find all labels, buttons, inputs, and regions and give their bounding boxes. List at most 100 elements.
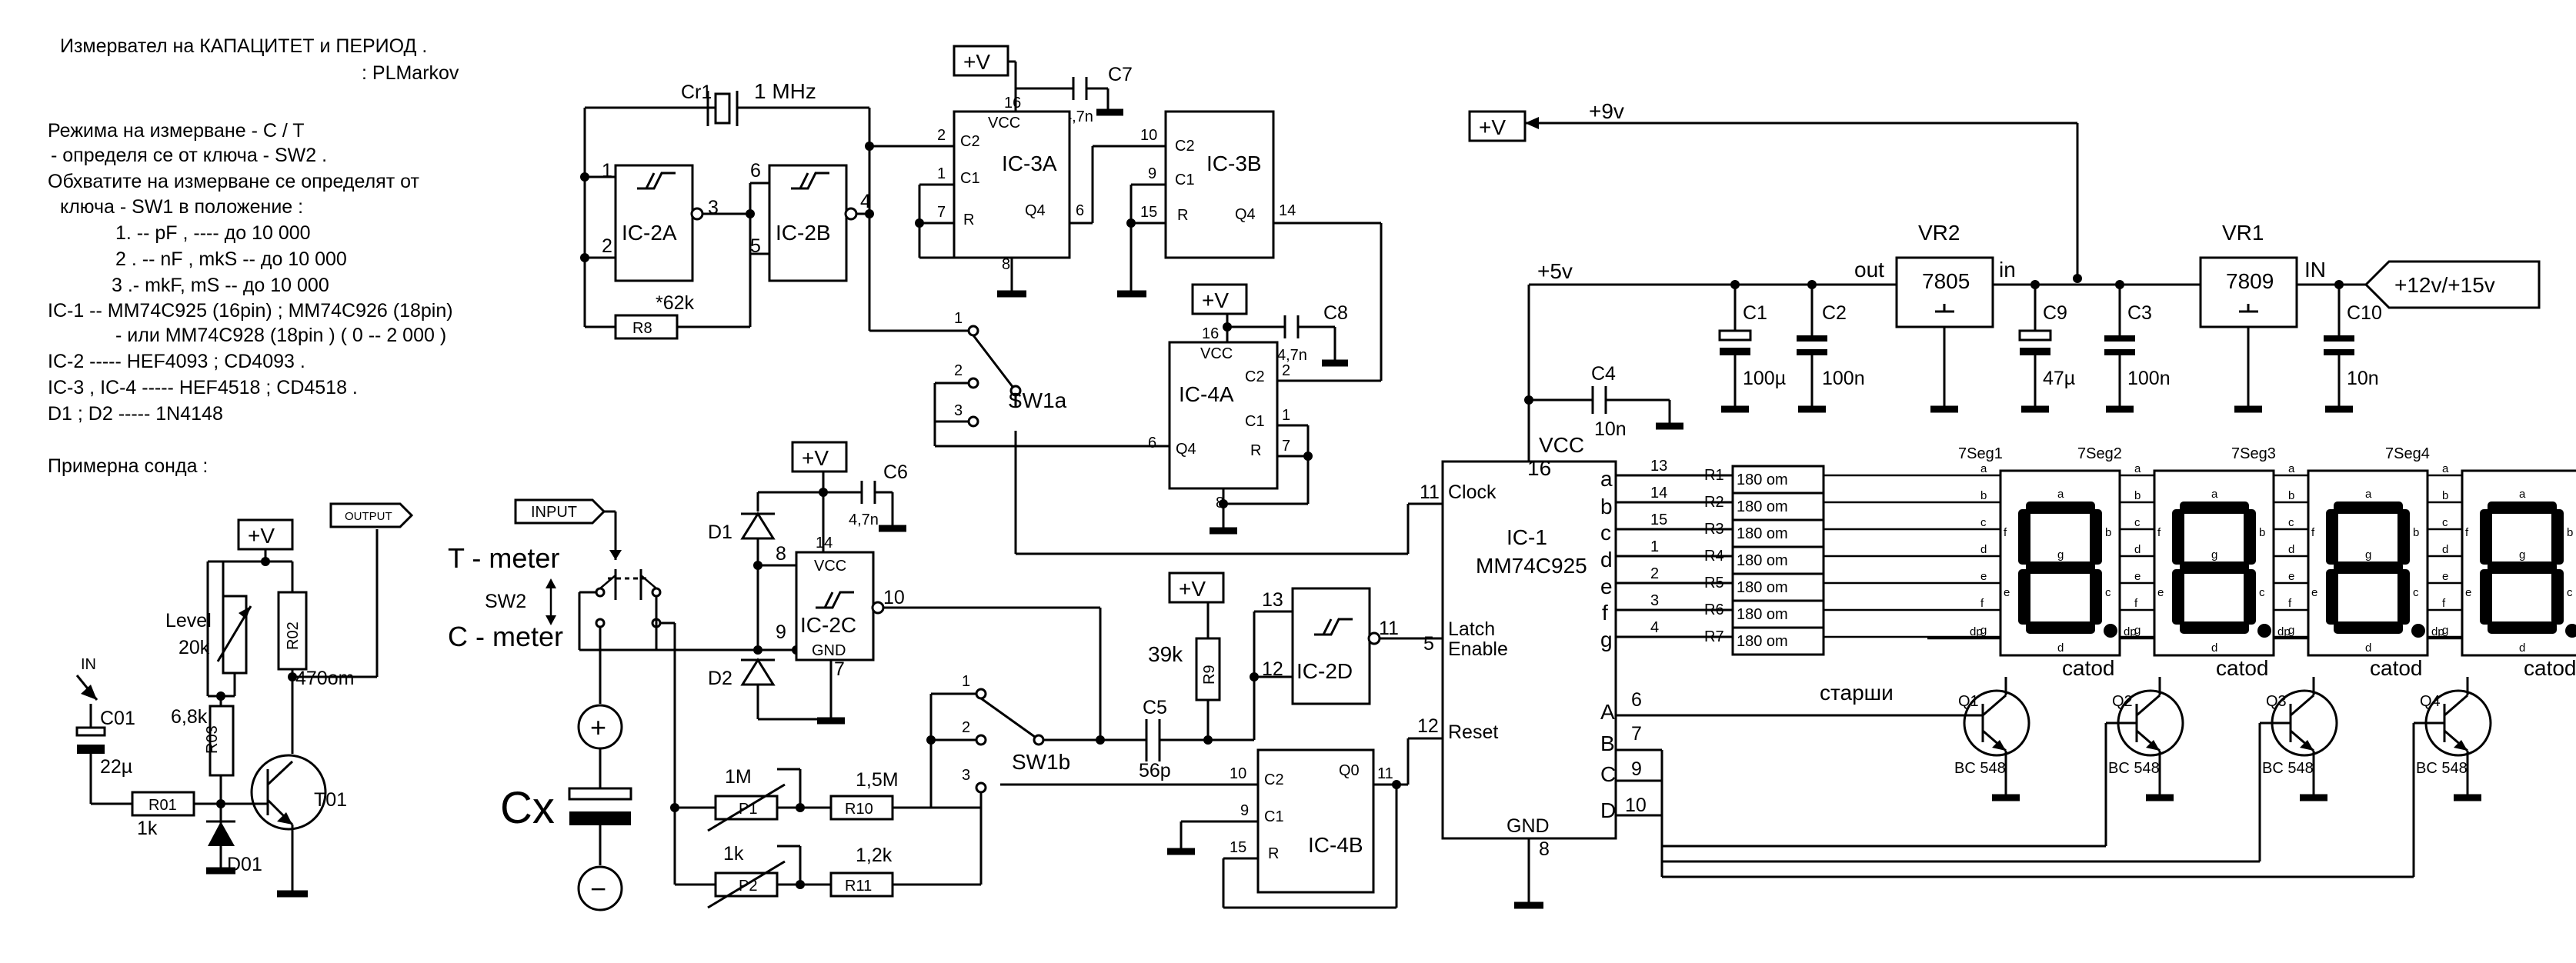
svg-text:+V: +V <box>1202 288 1229 312</box>
digit-segment <box>2090 569 2102 625</box>
digit-segment <box>2551 509 2564 565</box>
svg-text:10: 10 <box>1625 795 1647 816</box>
svg-text:15: 15 <box>1230 839 1246 856</box>
display-pin-c: c <box>2134 516 2141 529</box>
digit-decimal-point <box>2411 624 2425 638</box>
segment-label: f <box>2157 526 2161 539</box>
cx-minus-terminal <box>577 865 623 911</box>
range-line2: ключа - SW1 в положение : <box>60 196 303 218</box>
seg-pin-g: 4 <box>1650 619 1659 636</box>
schmitt-ic2c: +V C6 4,7n D1 D2 8 9 VCC 14 GND IC-2C <box>708 441 1102 738</box>
t01-transistor <box>250 754 327 831</box>
digit-segment <box>2244 569 2256 625</box>
ic-2d <box>1291 587 1371 705</box>
svg-text:1,5M: 1,5M <box>856 769 899 791</box>
svg-text:2: 2 <box>602 235 612 257</box>
svg-text:Cx: Cx <box>500 783 555 833</box>
svg-text:P1: P1 <box>739 801 757 818</box>
display-pin-g: g <box>2442 624 2448 637</box>
svg-text:6: 6 <box>1076 202 1084 219</box>
svg-text:Reset: Reset <box>1448 721 1498 743</box>
range-3: 3 .- mkF, mS -- до 10 000 <box>112 275 329 296</box>
c1-capacitor <box>1720 348 1750 355</box>
svg-text:C8: C8 <box>1323 302 1348 324</box>
divider-ic4a: +V C8 4,7n VCC 16 C2 C1 R Q4 IC-4A 2 1 7… <box>1016 283 1443 555</box>
display-pin-a: a <box>2288 462 2295 475</box>
counter-ic1: 16 VCC Clock 11 Latch Enable 5 Reset 12 … <box>1417 400 1647 909</box>
notes-block: Измервател на КАПАЦИТЕТ и ПЕРИОД . : PLM… <box>48 35 459 477</box>
svg-text:4,7n: 4,7n <box>1277 347 1307 364</box>
svg-text:100µ: 100µ <box>1743 368 1786 389</box>
svg-text:VR1: VR1 <box>2222 221 2264 245</box>
svg-text:D2: D2 <box>708 668 732 689</box>
segment-label: d <box>2519 641 2525 655</box>
display-pin-c: c <box>1980 516 1987 529</box>
svg-text:C: C <box>1600 762 1616 786</box>
ic-1 <box>1441 460 1617 840</box>
segment-label: f <box>2311 526 2315 539</box>
ic-list-3: IC-2 ----- HEF4093 ; CD4093 . <box>48 351 305 372</box>
svg-text:6: 6 <box>1631 689 1642 711</box>
digit-decimal-point <box>2257 624 2271 638</box>
catod-label: catod <box>2216 656 2269 680</box>
svg-text:R8: R8 <box>632 320 652 337</box>
r10 <box>829 795 894 821</box>
display-pin-dp: dp <box>2431 625 2444 638</box>
svg-text:10: 10 <box>883 587 905 608</box>
seg-pin-d: 1 <box>1650 538 1659 555</box>
display-pin-b: b <box>1980 489 1987 502</box>
svg-text:C2: C2 <box>1245 368 1265 385</box>
svg-text:R: R <box>1268 845 1279 862</box>
svg-text:1,2k: 1,2k <box>856 845 893 866</box>
svg-text:3: 3 <box>962 767 970 784</box>
transistor-name: Q1 <box>1958 693 1979 710</box>
svg-text:R03: R03 <box>204 725 221 754</box>
svg-text:a: a <box>1600 467 1613 491</box>
segment-label: a <box>2211 488 2218 501</box>
svg-text:R: R <box>963 212 974 228</box>
svg-text:22µ: 22µ <box>100 756 132 778</box>
svg-text:13: 13 <box>1262 589 1283 611</box>
svg-text:Latch: Latch <box>1448 618 1495 640</box>
svg-text:14: 14 <box>1279 202 1296 219</box>
svg-text:b: b <box>1600 495 1613 518</box>
svg-text:20k: 20k <box>179 637 210 658</box>
svg-text:C6: C6 <box>883 462 908 483</box>
digit-segment <box>2326 569 2338 625</box>
svg-text:+: + <box>590 711 606 743</box>
svg-text:7: 7 <box>1631 723 1642 745</box>
display-name: 7Seg3 <box>2231 445 2276 462</box>
svg-text:D01: D01 <box>227 854 262 875</box>
svg-text:56p: 56p <box>1139 760 1171 781</box>
svg-text:IC-2D: IC-2D <box>1296 659 1353 683</box>
starshi-label: старши <box>1820 681 1894 705</box>
svg-text:1: 1 <box>954 310 963 327</box>
divider-ic4b: C2 C1 R Q0 IC-4B 10 9 15 11 <box>1000 737 1443 909</box>
range-line1: Обхватите на измерване се определят от <box>48 171 419 192</box>
seg-resistor-name: R3 <box>1704 521 1724 538</box>
svg-text:IC-2B: IC-2B <box>776 221 831 245</box>
svg-text:2: 2 <box>937 127 946 144</box>
digit-segment <box>2018 569 2030 625</box>
display-name: 7Seg2 <box>2077 445 2122 462</box>
segment-label: d <box>2211 641 2217 655</box>
catod-label: catod <box>2524 656 2576 680</box>
digit-segment <box>2551 569 2564 625</box>
segment-label: g <box>2211 548 2217 561</box>
svg-text:Cr1: Cr1 <box>681 82 712 103</box>
svg-text:C5: C5 <box>1143 697 1167 718</box>
svg-text:1k: 1k <box>137 818 158 839</box>
svg-text:out: out <box>1854 258 1884 282</box>
ic-list-1: IC-1 -- MM74C925 (16pin) ; MM74C926 (18p… <box>48 300 453 322</box>
range-resistors: 1M P1 R10 1,5M 1k P2 R11 1,2k 1 2 3 <box>670 571 1256 909</box>
ic-4b <box>1256 748 1375 894</box>
display-pin-c: c <box>2288 516 2294 529</box>
display-pin-f: f <box>2288 597 2292 610</box>
svg-text:16: 16 <box>1004 95 1021 112</box>
digit-segment <box>2018 509 2030 565</box>
digit-segment <box>2172 509 2184 565</box>
